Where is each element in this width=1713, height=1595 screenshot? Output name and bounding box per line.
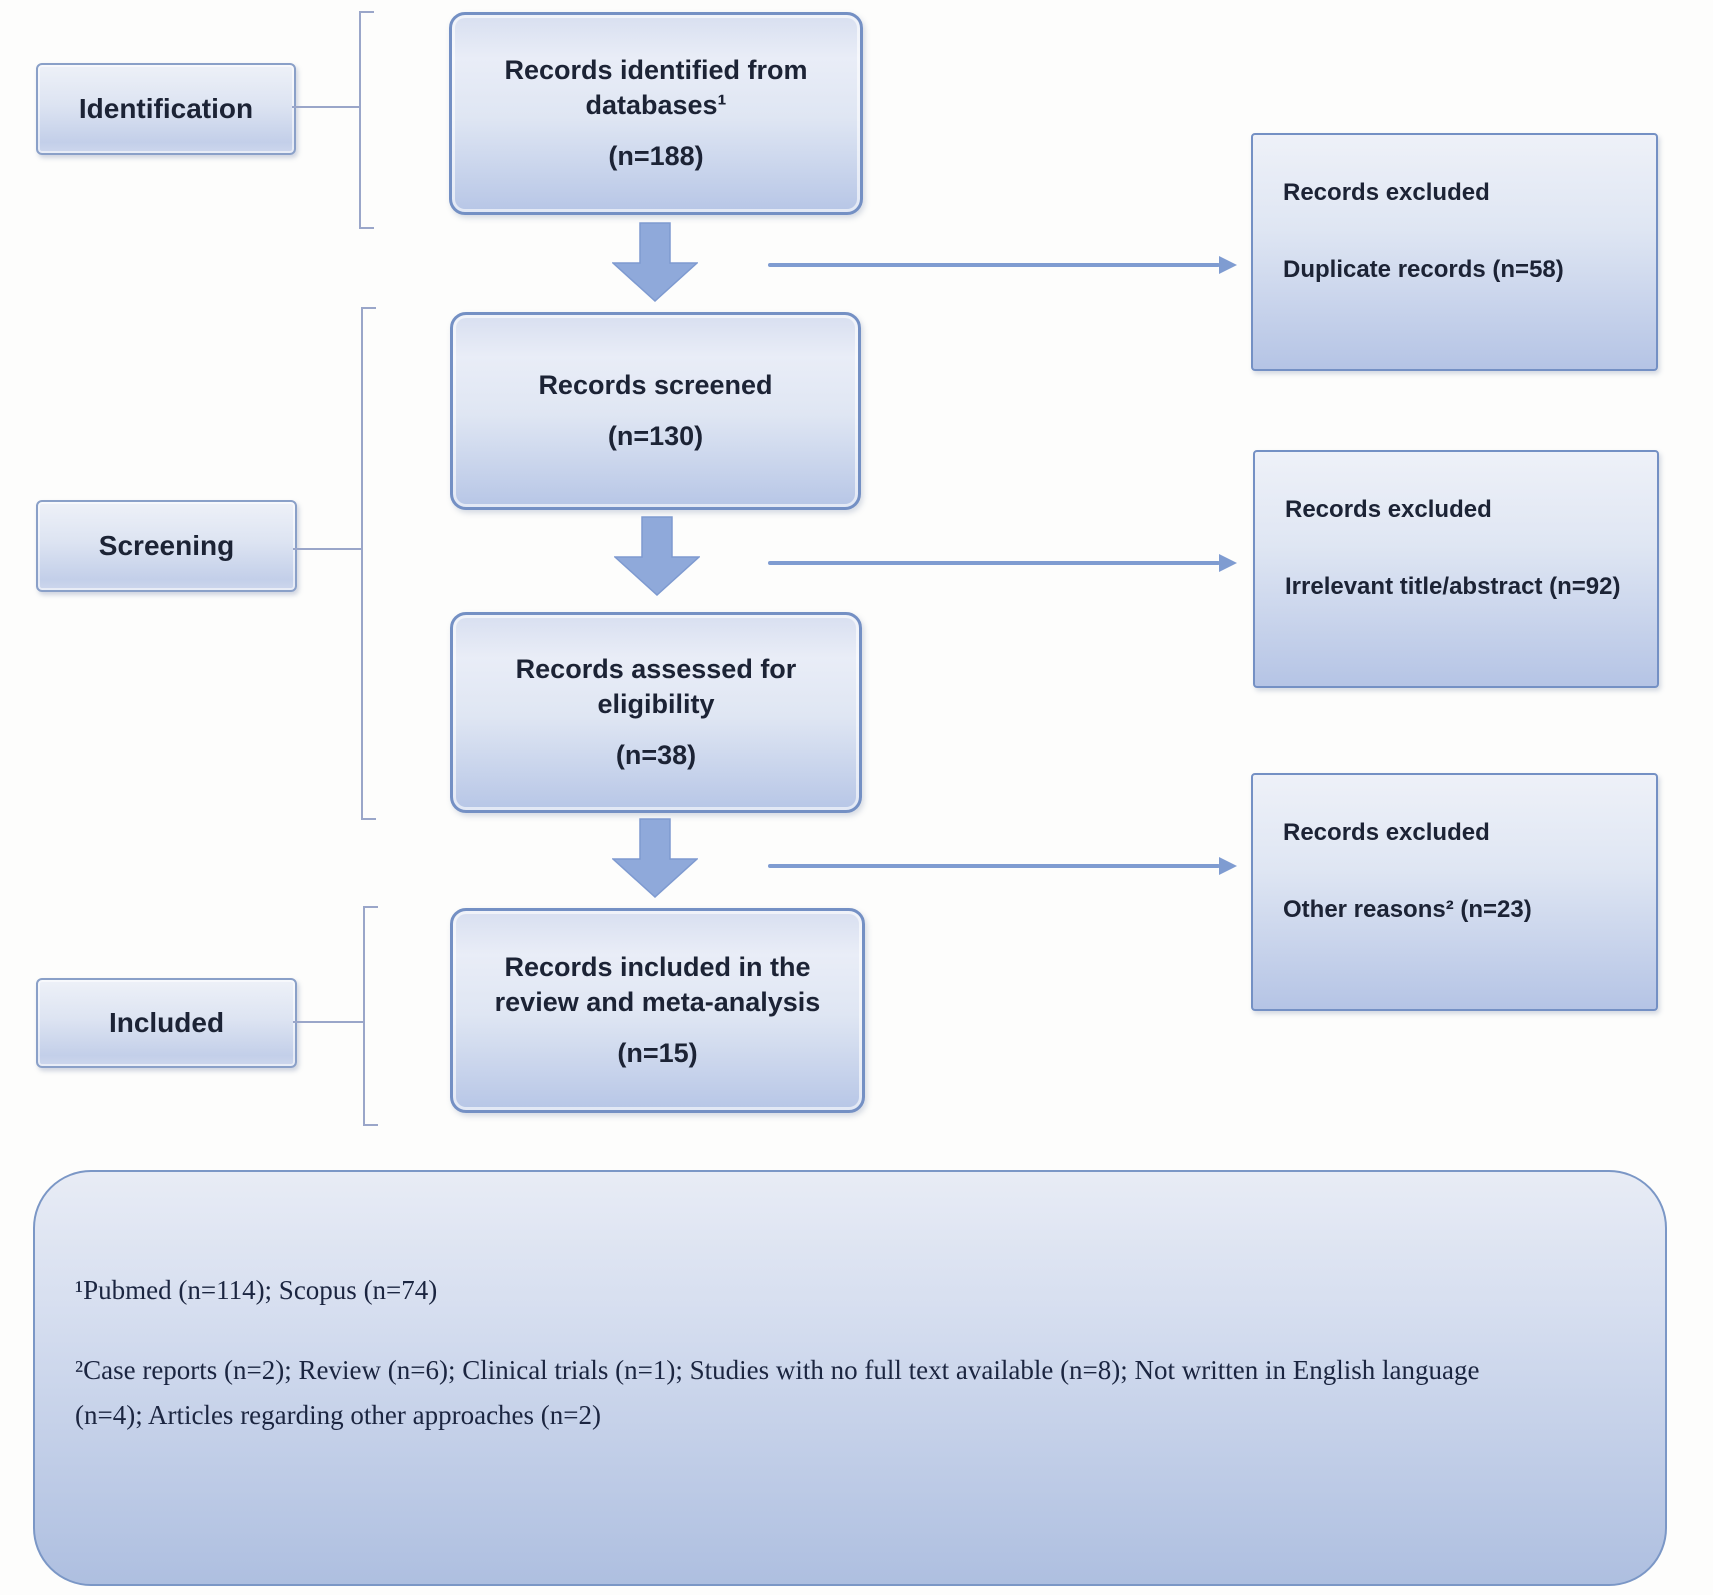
excluded-box-title: Records excluded — [1285, 496, 1492, 523]
excluded-box-reason: Duplicate records (n=58) — [1283, 256, 1564, 284]
excluded-box-duplicates: Records excluded Duplicate records (n=58… — [1251, 133, 1658, 371]
excluded-box-other-reasons: Records excluded Other reasons² (n=23) — [1251, 773, 1658, 1011]
connector-line-identification — [292, 106, 360, 108]
exclusion-arrow-icon — [768, 256, 1237, 274]
footnote-sources: ¹Pubmed (n=114); Scopus (n=74) — [75, 1275, 438, 1305]
stage-label-text: Included — [108, 1007, 225, 1038]
excluded-box-irrelevant: Records excluded Irrelevant title/abstra… — [1253, 450, 1659, 688]
flow-box-count: (n=38) — [615, 740, 697, 771]
stage-label-included: Included — [36, 978, 297, 1068]
bracket-included — [363, 906, 378, 1126]
stage-label-identification: Identification — [36, 63, 296, 155]
exclusion-arrow-icon — [768, 857, 1237, 875]
stage-label-screening: Screening — [36, 500, 297, 592]
stage-label-text: Screening — [98, 530, 235, 561]
flow-box-count: (n=188) — [608, 141, 704, 172]
flow-box-records-identified: Records identified from databases¹ (n=18… — [449, 12, 863, 215]
flow-box-records-assessed: Records assessed for eligibility (n=38) — [450, 612, 862, 813]
flow-box-label: Records identified from databases¹ — [504, 54, 808, 120]
flow-box-records-included: Records included in the review and meta-… — [450, 908, 865, 1113]
down-arrow-icon — [611, 818, 699, 899]
stage-label-text: Identification — [78, 93, 254, 124]
connector-line-included — [293, 1021, 364, 1023]
flow-box-count: (n=130) — [607, 421, 704, 451]
footnote-exclusion-reasons: ²Case reports (n=2); Review (n=6); Clini… — [75, 1355, 1480, 1431]
connector-line-screening — [293, 548, 362, 550]
down-arrow-icon — [613, 516, 701, 597]
flow-box-label: Records screened — [538, 369, 773, 400]
bracket-identification — [359, 11, 374, 229]
bracket-screening — [361, 307, 376, 820]
excluded-box-title: Records excluded — [1283, 819, 1490, 846]
flow-box-label: Records assessed for eligibility — [515, 653, 797, 719]
flow-box-count: (n=15) — [617, 1038, 698, 1069]
flow-box-label: Records included in the review and meta-… — [494, 951, 821, 1017]
footnote-panel: ¹Pubmed (n=114); Scopus (n=74) ²Case rep… — [33, 1170, 1667, 1586]
excluded-box-reason: Other reasons² (n=23) — [1283, 896, 1532, 924]
exclusion-arrow-icon — [768, 554, 1237, 572]
down-arrow-icon — [611, 222, 699, 303]
excluded-box-title: Records excluded — [1283, 179, 1490, 206]
excluded-box-reason: Irrelevant title/abstract (n=92) — [1285, 573, 1621, 601]
flow-box-records-screened: Records screened (n=130) — [450, 312, 861, 510]
